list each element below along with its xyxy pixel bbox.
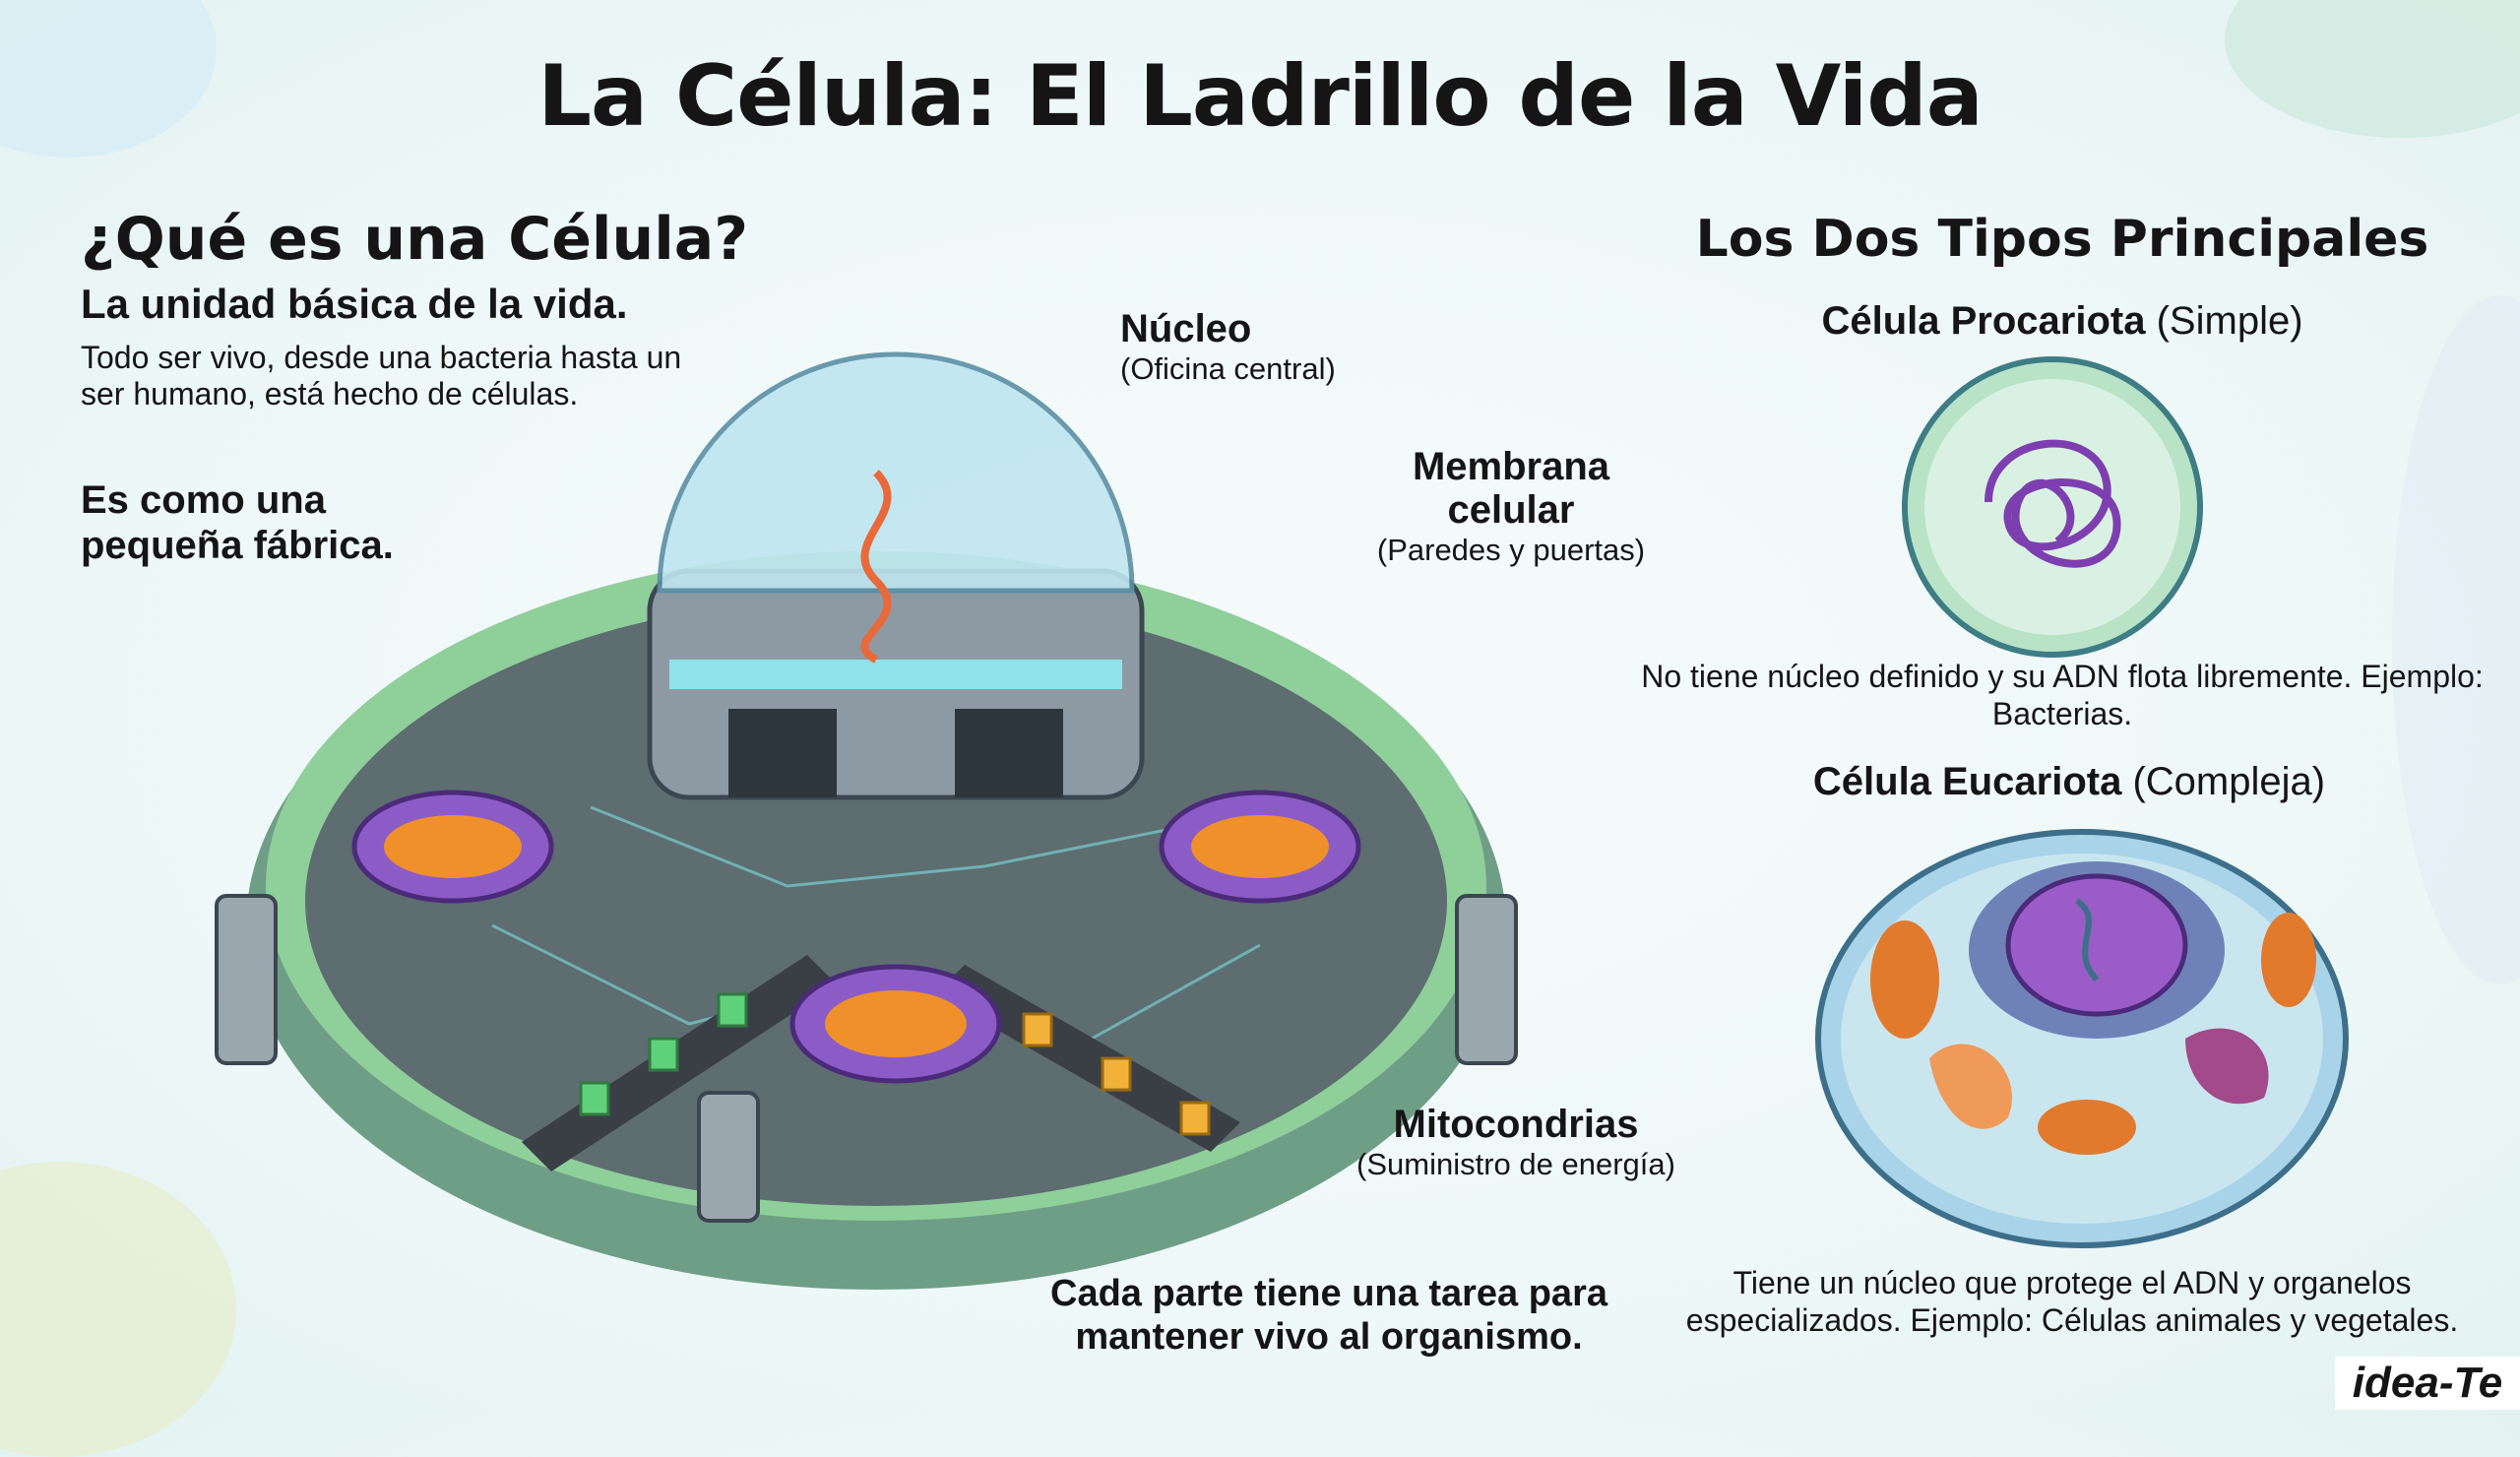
- eukaryote-description: Tiene un núcleo que protege el ADN y org…: [1685, 1265, 2459, 1338]
- label-name: Mitocondrias: [1393, 1103, 1639, 1146]
- mitochondria: [351, 790, 1361, 1084]
- energy-package: [648, 1037, 679, 1072]
- energy-package: [579, 1081, 610, 1116]
- mitochondrion: [1870, 920, 1939, 1039]
- decorative-cell-blob: [2392, 295, 2520, 984]
- eukaryote-cell-illustration: [1815, 829, 2349, 1248]
- nucleus-dome: [657, 351, 1135, 594]
- prokaryote-cell-illustration: [1902, 356, 2203, 658]
- label-desc: (Oficina central): [1120, 351, 1336, 386]
- conveyor-belts: [522, 955, 1240, 1172]
- energy-package: [1179, 1101, 1211, 1136]
- mitochondrion: [2261, 913, 2316, 1007]
- type-qualifier: (Compleja): [2132, 760, 2326, 803]
- section-heading-what-is-cell: ¿Qué es una Célula?: [81, 205, 749, 274]
- label-mitochondria: Mitocondrias (Suministro de energía): [1329, 1103, 1703, 1183]
- idea-te-logo: idea-Te: [2335, 1357, 2520, 1410]
- dna-icon: [860, 470, 892, 664]
- mitochondrion: [2038, 1100, 2136, 1155]
- analogy-text: Es como una pequeña fábrica.: [81, 478, 394, 567]
- prokaryote-description: No tiene núcleo definido y su ADN flota …: [1641, 659, 2484, 731]
- intro-text: Todo ser vivo, desde una bacteria hasta …: [81, 340, 682, 412]
- label-membrane: Membrana celular (Paredes y puertas): [1363, 445, 1659, 569]
- section-heading-types: Los Dos Tipos Principales: [1695, 210, 2429, 269]
- prokaryote-title: Célula Procariota (Simple): [1669, 299, 2456, 344]
- nucleus: [2005, 873, 2188, 1017]
- eukaryote-title: Célula Eucariota (Compleja): [1675, 760, 2463, 804]
- label-nucleus: Núcleo (Oficina central): [1120, 307, 1336, 388]
- type-name: Célula Eucariota: [1812, 760, 2122, 803]
- dna-icon: [2075, 898, 2100, 982]
- label-name: Núcleo: [1120, 307, 1252, 350]
- membrane-doors: [215, 894, 1518, 1223]
- type-qualifier: (Simple): [2156, 299, 2303, 343]
- nucleus-building: [647, 351, 1145, 800]
- energy-package: [1022, 1012, 1053, 1047]
- label-desc: (Paredes y puertas): [1376, 533, 1646, 567]
- subheading: La unidad básica de la vida.: [81, 281, 628, 327]
- energy-package: [1101, 1056, 1132, 1092]
- factory-floor: [305, 596, 1447, 1206]
- energy-package: [717, 992, 748, 1028]
- label-name: Membrana celular: [1412, 445, 1610, 532]
- golgi-apparatus: [1929, 1044, 2012, 1129]
- dna-loop-icon: [1984, 439, 2121, 568]
- diagram-caption: Cada parte tiene una tarea para mantener…: [1050, 1273, 1607, 1358]
- golgi-apparatus: [2185, 1028, 2269, 1105]
- label-desc: (Suministro de energía): [1356, 1147, 1675, 1181]
- page-title: La Célula: El Ladrillo de la Vida: [537, 47, 1984, 146]
- cell-factory-illustration: [215, 351, 1518, 1290]
- type-name: Célula Procariota: [1821, 299, 2146, 343]
